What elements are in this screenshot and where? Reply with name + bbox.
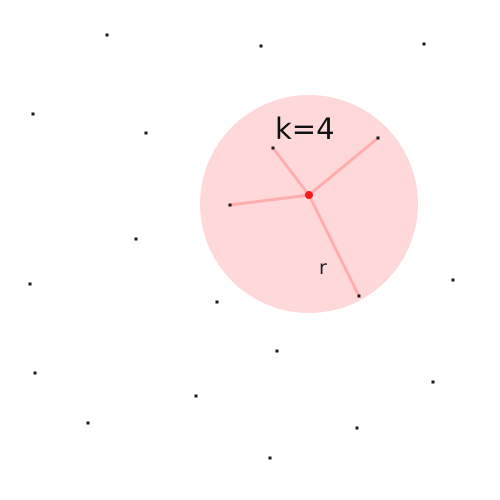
radius-label: r xyxy=(319,257,327,279)
data-point xyxy=(215,300,219,304)
neighbor-edge xyxy=(307,193,361,298)
neighbor-point xyxy=(357,294,361,298)
data-point xyxy=(275,349,279,353)
data-point xyxy=(28,282,32,286)
neighbor-edge xyxy=(271,146,311,197)
data-point xyxy=(105,33,109,37)
k-label: k=4 xyxy=(275,112,335,146)
data-point xyxy=(86,421,90,425)
data-point xyxy=(431,380,435,384)
data-point xyxy=(355,426,359,430)
neighbor-edge xyxy=(307,136,380,197)
data-point xyxy=(268,456,272,460)
data-point xyxy=(259,44,263,48)
neighbor-point xyxy=(376,136,380,140)
neighbor-edge xyxy=(228,193,311,207)
data-point xyxy=(31,112,35,116)
query-point xyxy=(305,191,313,199)
neighbor-point xyxy=(271,146,275,150)
data-point xyxy=(144,131,148,135)
data-point xyxy=(422,42,426,46)
neighbor-point xyxy=(228,203,232,207)
data-point xyxy=(194,394,198,398)
data-point xyxy=(451,278,455,282)
data-point xyxy=(33,371,37,375)
data-point xyxy=(134,237,138,241)
